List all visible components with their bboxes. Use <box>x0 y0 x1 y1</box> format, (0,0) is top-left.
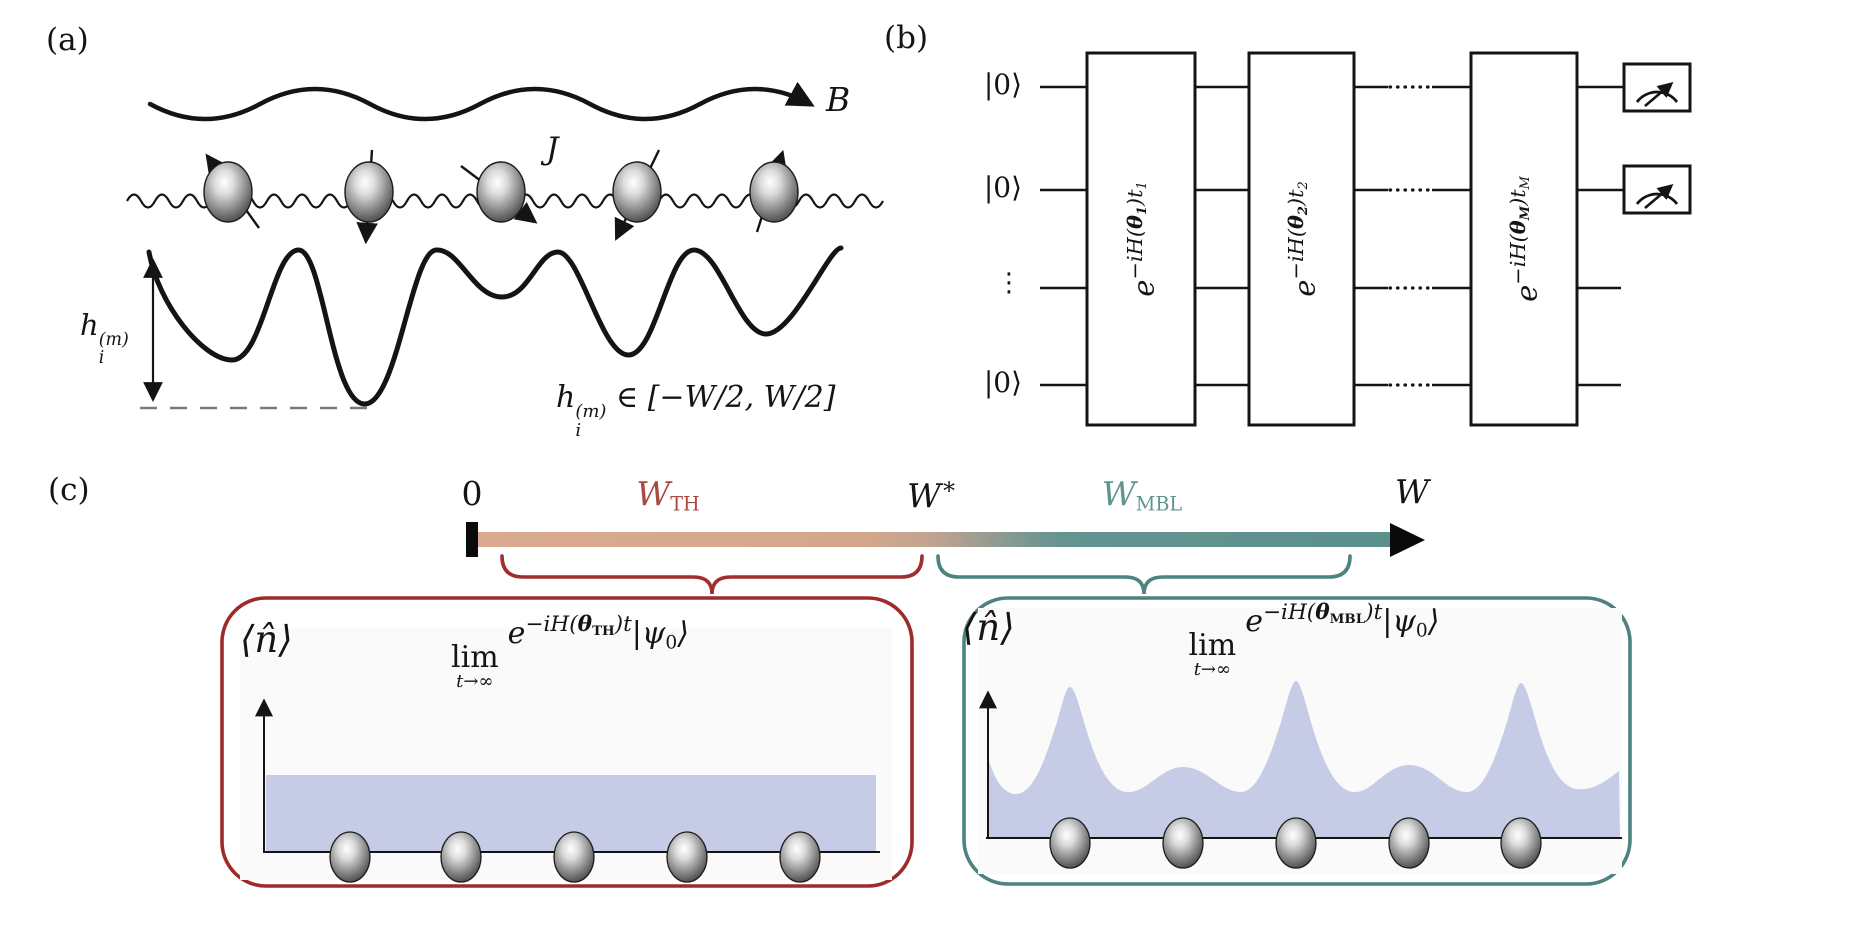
axis-arrowhead <box>1390 523 1425 557</box>
gate-unitary-2-label: e−iH(θ2)t2 <box>1282 181 1322 297</box>
coupling-j-label: J <box>546 131 559 167</box>
qubit-vdots: ⋮ <box>996 268 1022 298</box>
qubit-ket-0: |0⟩ <box>983 171 1022 204</box>
panel-c-label: (c) <box>48 472 90 508</box>
disorder-potential <box>140 245 844 410</box>
unitary-gate-boxes <box>1085 51 1579 427</box>
disorder-gradient-bar <box>478 532 1390 547</box>
density-observable-label: ⟨n̂⟩ <box>962 606 1015 649</box>
gauge-icon <box>1622 164 1692 215</box>
site-spheres <box>1049 817 1542 869</box>
site-spheres <box>329 831 821 883</box>
gate-unitary-1-label: e−iH(θ1)t1 <box>1121 181 1161 297</box>
density-observable-label: ⟨n̂⟩ <box>240 618 293 661</box>
spin-spheres <box>203 161 799 223</box>
thermal-region-brace <box>500 554 924 595</box>
quantum-circuit <box>1040 51 1692 427</box>
axis-w-star-label: W∗ <box>906 472 958 516</box>
disorder-amplitude-label: h(m)i <box>80 308 129 368</box>
axis-w-mbl-label: WMBL <box>1101 474 1183 516</box>
panel-a-label: (a) <box>46 22 89 58</box>
spin-chain <box>126 149 884 245</box>
field-b-label: B <box>826 80 851 119</box>
localized-density-fill <box>988 681 1620 838</box>
thermal-box <box>220 596 914 888</box>
mbl-region-brace <box>936 554 1352 595</box>
axis-w-end-label: W <box>1395 472 1429 511</box>
qubit-ket-0: |0⟩ <box>983 68 1022 101</box>
qubit-ket-0: |0⟩ <box>983 366 1022 399</box>
axis-origin-label: 0 <box>461 474 483 513</box>
gate-unitary-M-label: e−iH(θM)tM <box>1504 176 1544 302</box>
axis-w-th-label: WTH <box>636 474 700 516</box>
disorder-axis <box>466 522 1425 557</box>
potential-curve <box>146 245 844 407</box>
origin-tick <box>466 522 478 557</box>
wire-ellipsis-dots <box>1388 85 1433 387</box>
disorder-range-label: h(m)i ∈ [−W/2, W/2] <box>556 380 836 441</box>
mbl-box <box>962 596 1632 886</box>
gauge-icon <box>1622 62 1692 113</box>
circuit-wires <box>1040 85 1624 387</box>
magnetic-field-wave-arrow <box>147 81 815 122</box>
panel-b-label: (b) <box>884 20 929 56</box>
